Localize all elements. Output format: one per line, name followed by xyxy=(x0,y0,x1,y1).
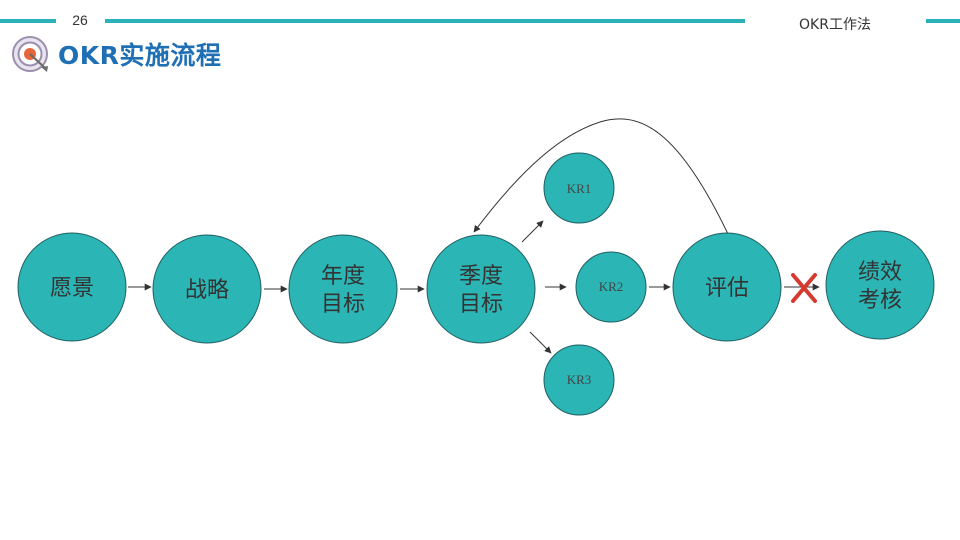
page-number: 26 xyxy=(72,12,88,28)
node-performance-review: 绩效 考核 xyxy=(825,230,935,340)
node-strategy-label: 战略 xyxy=(185,278,229,303)
node-kr1: KR1 xyxy=(543,152,615,224)
node-kr1-circle xyxy=(543,152,615,224)
header-line-right xyxy=(926,19,960,23)
arrow-quarterly-kr1 xyxy=(521,220,544,243)
node-kr3-label: KR3 xyxy=(567,372,592,387)
node-evaluate-label: 评估 xyxy=(705,276,749,301)
node-kr3: KR3 xyxy=(543,344,615,416)
node-evaluate: 评估 xyxy=(672,232,782,342)
target-icon xyxy=(12,36,48,72)
node-performance-label-line2: 考核 xyxy=(858,288,902,313)
feedback-arrow-evaluate-quarterly xyxy=(473,118,729,235)
node-annual-circle xyxy=(288,234,398,344)
node-kr2: KR2 xyxy=(575,251,647,323)
node-quarterly-goal: 季度 目标 xyxy=(426,234,536,344)
node-annual-goal: 年度 目标 xyxy=(288,234,398,344)
x-mark-icon xyxy=(791,273,817,303)
node-vision: 愿景 xyxy=(17,232,127,342)
header-line-middle xyxy=(105,19,745,23)
node-strategy-circle xyxy=(152,234,262,344)
node-quarterly-circle xyxy=(426,234,536,344)
nodes: 愿景 战略 年度 目标 季度 目标 KR1 KR2 KR3 xyxy=(17,152,935,416)
connector-arrows xyxy=(128,118,820,354)
page-title: OKR实施流程 xyxy=(58,41,222,70)
node-evaluate-circle xyxy=(672,232,782,342)
node-quarterly-label-line2: 目标 xyxy=(459,292,503,317)
node-performance-label-line1: 绩效 xyxy=(858,260,902,285)
node-annual-label-line1: 年度 xyxy=(321,264,365,289)
header-label: OKR工作法 xyxy=(799,17,871,33)
node-vision-label: 愿景 xyxy=(50,276,94,301)
node-strategy: 战略 xyxy=(152,234,262,344)
node-quarterly-label-line1: 季度 xyxy=(459,264,503,289)
node-kr2-circle xyxy=(575,251,647,323)
node-kr3-circle xyxy=(543,344,615,416)
node-kr1-label: KR1 xyxy=(567,181,592,196)
node-vision-circle xyxy=(17,232,127,342)
node-kr2-label: KR2 xyxy=(599,279,624,294)
node-performance-circle xyxy=(825,230,935,340)
node-annual-label-line2: 目标 xyxy=(321,292,365,317)
arrow-quarterly-kr3 xyxy=(529,331,552,354)
header-line-left xyxy=(0,19,56,23)
